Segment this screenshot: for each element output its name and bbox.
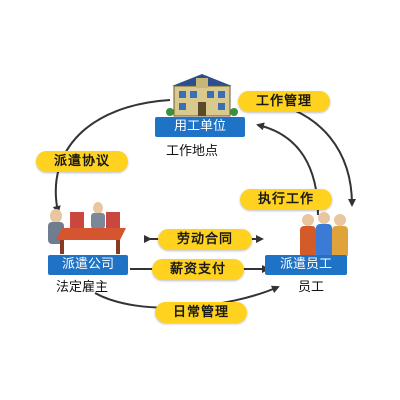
- arrow-dispatch-agreement: [52, 99, 171, 214]
- employee-label: 派遣员工: [265, 255, 347, 275]
- employee-subtitle: 员工: [298, 280, 325, 295]
- agency-label: 派遣公司: [48, 255, 128, 275]
- workers-group-icon: [296, 210, 352, 260]
- daily-management-pill: 日常管理: [155, 302, 247, 323]
- meeting-table-icon: [40, 202, 130, 258]
- agency-subtitle: 法定雇主: [56, 280, 109, 295]
- employer-label: 用工单位: [155, 117, 245, 137]
- labor-contract-pill: 劳动合同: [158, 229, 252, 250]
- office-building-icon: [166, 72, 238, 118]
- work-management-pill: 工作管理: [238, 91, 330, 112]
- perform-work-pill: 执行工作: [240, 189, 332, 210]
- dispatch-agreement-pill: 派遣协议: [36, 151, 128, 172]
- employer-subtitle: 工作地点: [166, 144, 219, 159]
- salary-payment-pill: 薪资支付: [152, 259, 244, 280]
